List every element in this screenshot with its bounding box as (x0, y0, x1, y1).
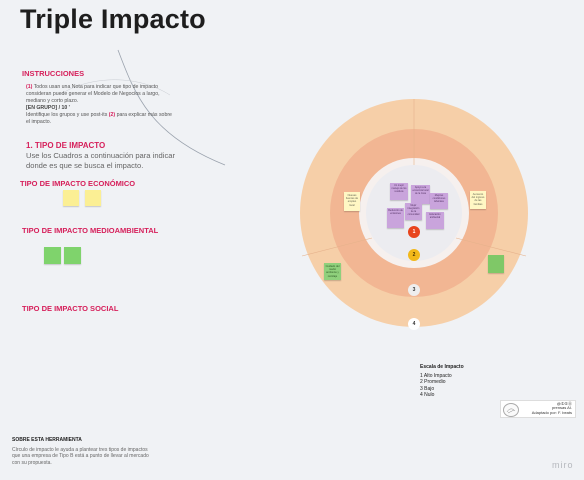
tipo-text: Use los Cuadros a continuación para indi… (26, 151, 176, 170)
license-box: @①⑤⓪ prensas AI. Adaptado por: F. beats (500, 400, 576, 418)
yellow-card-right[interactable]: Aumento del ingreso de las familias (470, 191, 486, 209)
purple-note-5[interactable]: Educación ambiental (426, 212, 444, 229)
sticky-note-yellow-2[interactable] (85, 190, 101, 206)
sticky-note-yellow-1[interactable] (63, 190, 79, 206)
license-badge: @①⑤⓪ (556, 401, 572, 406)
step-1-number: (1) (26, 84, 33, 90)
green-card-right[interactable] (488, 255, 504, 273)
connector-line-1 (117, 49, 226, 166)
economico-heading: TIPO DE IMPACTO ECONÓMICO (20, 179, 136, 188)
level-1-marker: 1 (408, 226, 420, 238)
license-text: @①⑤⓪ prensas AI. Adaptado por: F. beats (531, 401, 572, 415)
instructions-heading: INSTRUCCIONES (22, 69, 85, 78)
miro-logo: miro (552, 460, 574, 470)
tipo-heading: 1. TIPO DE IMPACTO (26, 141, 106, 150)
green-card-left[interactable]: Cuidado del medio ambiente y reciclaje (324, 263, 341, 280)
step-2-number: (2) (108, 112, 116, 118)
medioambiental-heading: TIPO DE IMPACTO MEDIOAMBIENTAL (22, 226, 159, 235)
escala-item-3: 3 Bajo (420, 385, 435, 392)
group-label: [EN GRUPO] / 10 ' (26, 105, 70, 111)
license-line-2: Adaptado por: F. beats (531, 409, 572, 415)
step-2-post: para explicar más sobre el impacto. (26, 112, 172, 125)
level-2-marker: 2 (408, 249, 420, 261)
escala-item-1: 1 Alto Impacto (420, 372, 452, 379)
sticky-note-green-2[interactable] (64, 247, 81, 264)
about-text: Círculo de impacto le ayuda a plantear t… (12, 447, 149, 466)
purple-note-1[interactable]: Un mejor manejo de los residuos (390, 183, 408, 200)
level-3-marker: 3 (408, 284, 420, 296)
step-1-text: Todos usan una Nota para indicar que tip… (26, 84, 160, 104)
escala-legend: Escala de Impacto 1 Alto Impacto 2 Prome… (420, 364, 464, 399)
social-heading: TIPO DE IMPACTO SOCIAL (22, 304, 119, 313)
connector-line-2 (59, 79, 171, 96)
escala-item-4: 4 Nulo (420, 392, 435, 399)
about-heading: SOBRE ESTA HERRAMIENTA (12, 437, 82, 443)
level-4-marker: 4 (408, 318, 420, 330)
instructions-text: (1) Todos usan una Nota para indicar que… (26, 84, 176, 126)
step-2-pre: Identifique los grupos y use post-its (26, 112, 108, 118)
purple-note-3[interactable]: Mejores condiciones laborales (430, 193, 448, 209)
yellow-card-left[interactable]: Nuevas fuentes de empleo local (344, 192, 360, 211)
escala-item-2: 2 Promedio (420, 379, 446, 386)
license-line-1: prensas AI. (551, 405, 572, 411)
purple-note-6[interactable]: Reducción de emisiones (387, 208, 404, 228)
sticky-note-green-1[interactable] (44, 247, 61, 264)
escala-heading: Escala de Impacto (420, 364, 464, 370)
page-title: Triple Impacto (20, 4, 206, 34)
purple-note-2[interactable]: Apoyo a la economía local de la zona (411, 185, 430, 204)
author-logo (503, 403, 519, 417)
divider-left (301, 237, 373, 257)
divider-right (455, 237, 527, 257)
purple-note-4[interactable]: Mejor integración de la comunidad (405, 203, 422, 220)
